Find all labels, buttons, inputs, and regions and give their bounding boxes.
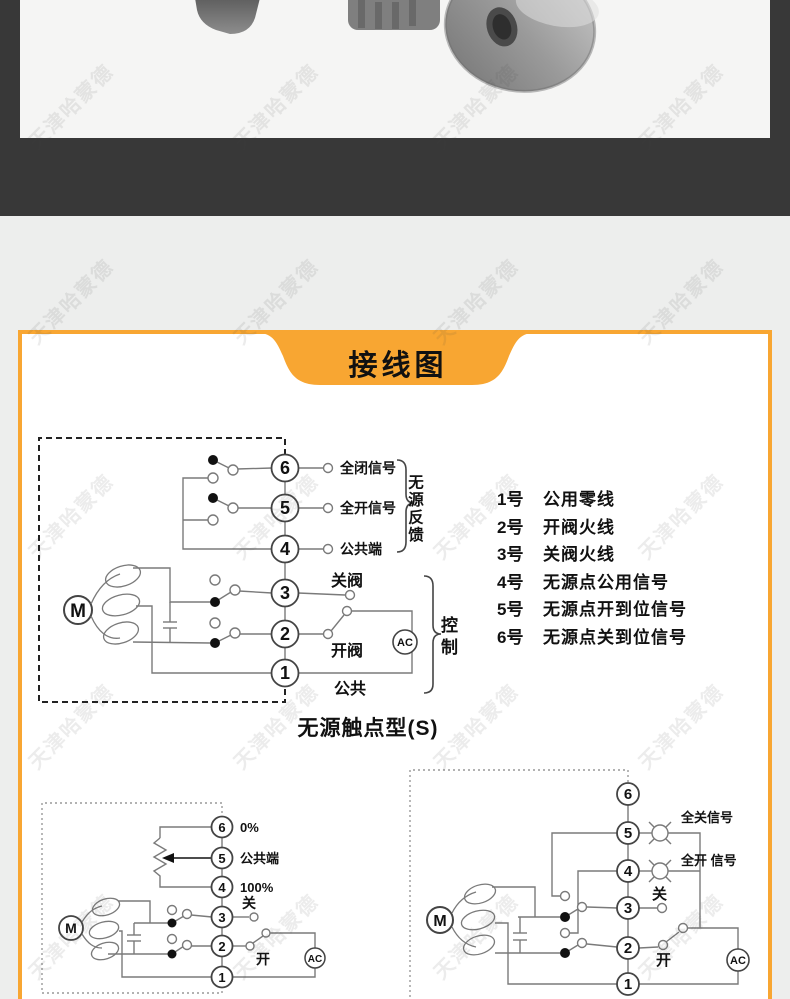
part-left [195,0,260,34]
terminal-3: 3 [218,910,225,925]
terminals: 6 5 4 3 2 1 [210,815,234,989]
pot-arrow [162,853,211,863]
label-open-valve: 开阀 [331,641,363,660]
label-close-signal: 全关信号 [680,810,733,825]
terminals: 6 5 4 3 2 1 [616,782,640,996]
terminal-3: 3 [624,900,632,917]
label-full-open: 全开信号 [339,500,396,516]
label-close: 关 [242,895,256,911]
part-right-flange [443,0,599,93]
terminal-1: 1 [280,663,290,683]
wiring-card [18,330,772,999]
lamp-wiring-diagram: M [409,769,750,999]
label-full-close: 全闭信号 [339,460,396,476]
label-common: 公共 [334,680,366,698]
dotted-border [41,802,223,994]
label-close-valve: 关阀 [331,571,363,590]
legend-row: 4号无源点公用信号 [497,572,669,592]
contacts [207,455,356,648]
banner-title: 接线图 [348,350,448,382]
terminal-1: 1 [218,970,225,985]
photo-section [0,0,790,216]
terminal-6: 6 [624,786,632,803]
ac-label: AC [730,955,746,967]
label-open: 开 [656,952,671,969]
control-brace [423,575,442,694]
terminal-2: 2 [624,940,632,957]
product-photo [20,0,770,138]
motor: M [426,883,497,956]
motor-label: M [65,920,77,936]
legend-row: 6号无源点关到位信号 [497,627,687,647]
terminal-legend: 1号公用零线 2号开阀火线 3号关阀火线 4号无源点公用信号 5号无源点开到位信… [497,486,687,651]
label-open: 开 [256,951,270,967]
ac-label: AC [397,637,413,649]
terminal-4: 4 [624,863,633,880]
diagram-caption: 无源触点型(S) [297,717,439,740]
label-0: 0% [240,820,259,835]
wires [108,822,316,982]
legend-row: 5号无源点开到位信号 [497,600,687,619]
terminal-4: 4 [280,539,290,559]
legend-row: 2号开阀火线 [497,517,615,537]
terminal-1: 1 [624,976,632,993]
legend-row: 3号关阀火线 [497,545,615,564]
contacts [166,904,271,959]
terminal-5: 5 [218,851,225,866]
terminal-5: 5 [624,825,632,842]
motor-label: M [70,601,86,622]
main-wiring-diagram: M [38,437,442,703]
terminal-2: 2 [280,624,290,644]
label-common-end: 公共端 [340,541,382,557]
feedback-brace [396,459,415,553]
ac-label: AC [308,954,322,965]
terminal-6: 6 [218,820,225,835]
terminal-2: 2 [218,939,225,954]
ac-power [726,948,750,972]
wires [132,459,413,680]
ac-power [392,629,418,655]
motor: M [58,897,121,961]
terminal-6: 6 [280,458,290,478]
dotted-border [409,769,629,999]
ac-power [304,947,326,969]
banner-ribbon [258,333,534,385]
motor-label: M [433,913,446,930]
label-100: 100% [240,880,274,895]
part-center [348,0,440,30]
legend-row: 1号公用零线 [497,490,615,509]
dashed-border [38,437,286,703]
contacts [559,890,689,958]
product-photo-shapes [195,0,599,93]
close-signal-lamp-icon [648,821,672,845]
terminal-5: 5 [280,498,290,518]
control-group-label: 控制 [438,616,457,660]
open-signal-lamp-icon [648,859,672,883]
label-common: 公共端 [240,851,279,866]
pot-wiring-diagram: M 6 5 4 3 [41,802,326,994]
terminal-3: 3 [280,583,290,603]
label-close: 关 [652,885,667,903]
lamps [648,821,672,883]
feedback-group-label: 无源反馈 [406,474,423,544]
terminal-4: 4 [218,880,226,895]
label-open-signal: 全开 信号 [680,853,737,868]
motor: M [63,564,142,645]
terminals: 6 5 4 3 2 1 [270,453,300,688]
